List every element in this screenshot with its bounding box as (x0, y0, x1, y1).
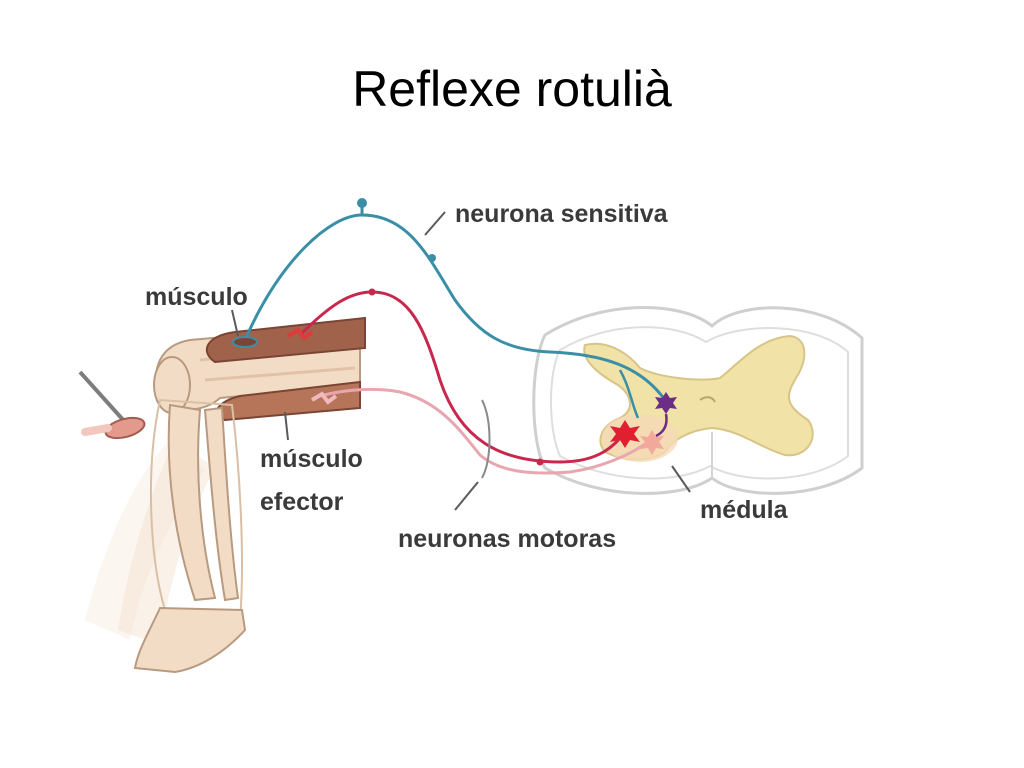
hammer-head (104, 416, 146, 440)
leader-spinal-cord (671, 465, 691, 493)
label-motor-neurons: neuronas motoras (398, 525, 616, 553)
nerve-bundle-bracket (481, 399, 491, 479)
label-effector-muscle-line2: efector (260, 488, 344, 516)
motor-neuron-pink-fiber (319, 387, 649, 475)
sensory-neuron-fiber (243, 213, 667, 401)
hammer-motion-trail (81, 424, 112, 436)
reflex-hammer-icon (78, 370, 146, 440)
leader-sensory-neuron (424, 211, 446, 236)
label-muscle: músculo (145, 283, 248, 311)
muscle-spindle-receptor (232, 336, 258, 348)
sensory-ganglion-body (357, 198, 367, 208)
interneuron-body (655, 392, 677, 414)
tibia (167, 403, 217, 602)
motor-neuron-red-fiber (298, 290, 627, 464)
slide-title: Reflexe rotulià (352, 61, 672, 117)
spinal-cord-outline-inner (550, 326, 849, 480)
motor-horn-highlight (602, 414, 678, 462)
femur-highlight-2 (204, 366, 356, 382)
spinal-cord (532, 306, 864, 495)
hammer-handle (78, 370, 127, 424)
leader-motor-neurons (454, 481, 479, 511)
sensory-neuron (232, 198, 667, 419)
leader-muscle (231, 309, 239, 337)
label-spinal-cord: médula (700, 496, 789, 524)
label-sensory-neuron: neurona sensitiva (455, 200, 669, 228)
motor-end-plate-pink (310, 391, 338, 405)
motor-red-node (368, 288, 376, 296)
motor-neuron-red-body (610, 420, 640, 448)
leader-lines (231, 211, 691, 511)
central-canal (699, 396, 716, 403)
foot (133, 606, 247, 674)
fibula (203, 406, 240, 602)
motor-neuron-red (286, 288, 640, 466)
motor-red-node-2 (536, 458, 544, 466)
motor-neuron-pink-body (640, 430, 664, 455)
leader-effector-muscle (284, 411, 289, 441)
sensory-node (428, 254, 436, 262)
interneuron (655, 392, 677, 438)
quadriceps-muscle (205, 316, 366, 364)
sensory-branch (618, 369, 640, 419)
leg (85, 316, 366, 674)
motor-neuron-pink (310, 387, 664, 475)
label-effector-muscle-line1: músculo (260, 445, 363, 473)
interneuron-axon (655, 413, 668, 438)
motor-end-plate-red (286, 327, 314, 341)
